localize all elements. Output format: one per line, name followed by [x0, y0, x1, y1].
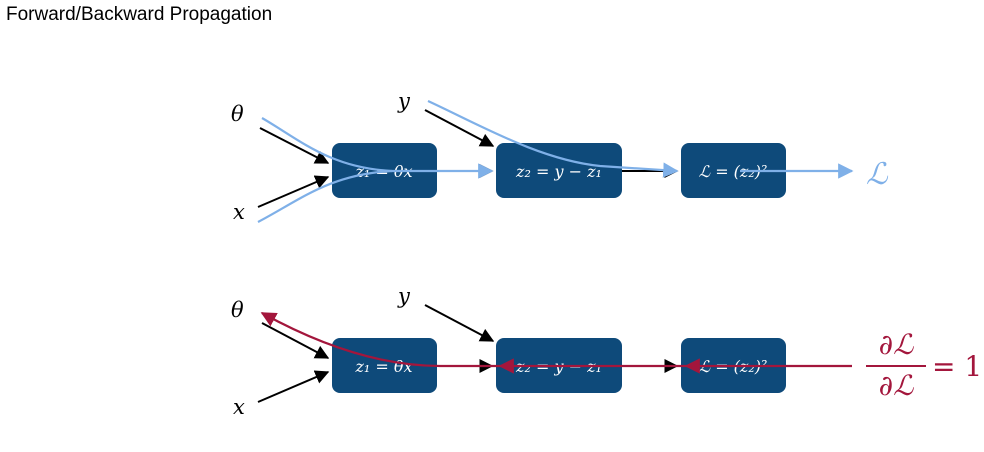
gradient-equals-one: = 1 [932, 350, 982, 383]
forward-flow-y [427, 100, 679, 178]
backward-node-z1 [332, 338, 437, 393]
backward-y-label: y [397, 284, 411, 308]
forward-x-label: x [233, 200, 245, 224]
backward-x-arrow [257, 370, 330, 403]
forward-node-loss-label: ℒ = (z₂)² [699, 162, 768, 181]
gradient-denominator: ∂ℒ [879, 369, 914, 402]
forward-y-arrow [424, 109, 495, 147]
forward-node-z2 [496, 143, 622, 198]
gradient-numerator: ∂ℒ [879, 328, 914, 361]
forward-x-arrow [257, 175, 330, 208]
forward-flow-theta [261, 117, 494, 179]
forward-theta-label: θ [231, 102, 244, 126]
backward-x-label: x [233, 395, 245, 419]
backward-y-arrow [424, 304, 495, 342]
backward-theta-label: θ [231, 298, 244, 322]
forward-row: θ x y z₁ = θx z₂ = y − z₁ ℒ = (z₂)² ℒ [231, 89, 889, 224]
backward-flow-theta [260, 312, 500, 368]
forward-output-label: ℒ [866, 157, 889, 192]
page-title: Forward/Backward Propagation [6, 4, 273, 25]
forward-node-z2-label: z₂ = y − z₁ [515, 162, 602, 181]
forward-theta-arrow [259, 127, 330, 164]
forward-node-loss [681, 143, 786, 198]
backward-row: θ x y z₁ = θx z₂ = y − z₁ ℒ = (z₂)² ∂ℒ ∂… [231, 284, 982, 419]
forward-y-label: y [397, 89, 411, 113]
forward-flow-x [257, 169, 393, 223]
backward-theta-arrow [261, 322, 330, 359]
